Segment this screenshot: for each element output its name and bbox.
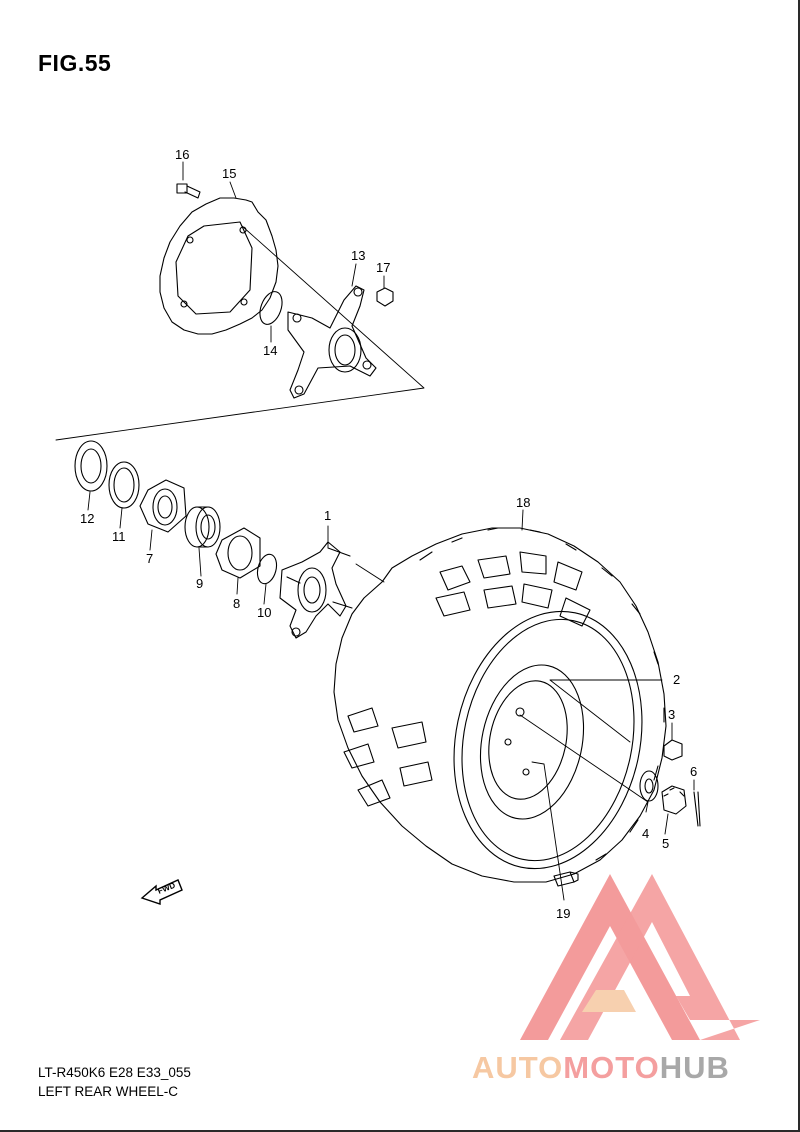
part-number-9: 9 <box>196 576 203 591</box>
part-number-14: 14 <box>263 343 277 358</box>
leader-lines <box>87 161 695 901</box>
footer-caption: LT-R450K6 E28 E33_055 LEFT REAR WHEEL-C <box>38 1063 191 1101</box>
ring-11 <box>108 461 140 509</box>
air-valve <box>553 871 579 887</box>
part-number-12: 12 <box>80 511 94 526</box>
nut-17 <box>376 287 394 307</box>
sprocket-hub <box>287 285 377 399</box>
part-number-2: 2 <box>673 672 680 687</box>
brand-logo <box>520 874 760 1040</box>
part-number-16: 16 <box>175 147 189 162</box>
fwd-arrow-icon: FWD <box>140 879 183 905</box>
washer-4 <box>639 770 659 802</box>
wheel-hub <box>279 541 353 639</box>
part-number-5: 5 <box>662 836 669 851</box>
brand-part-moto: MOTO <box>563 1050 660 1085</box>
part-number-3: 3 <box>668 707 675 722</box>
part-number-19: 19 <box>556 906 570 921</box>
washer-12 <box>74 440 108 492</box>
part-number-6: 6 <box>690 764 697 779</box>
brand-part-hub: HUB <box>659 1050 730 1085</box>
figure-title: FIG.55 <box>38 50 112 76</box>
tire-outline <box>333 527 667 883</box>
cotter-pin <box>693 791 701 827</box>
model-code: LT-R450K6 E28 E33_055 <box>38 1065 191 1080</box>
page-border-bottom <box>0 1130 800 1132</box>
part-number-11: 11 <box>112 529 126 544</box>
nut-7 <box>139 479 187 533</box>
part-number-8: 8 <box>233 596 240 611</box>
part-number-4: 4 <box>642 826 649 841</box>
page-border-right <box>798 0 800 1132</box>
castle-nut-5 <box>661 785 687 815</box>
brand-part-auto: AUTO <box>472 1050 564 1085</box>
o-ring-14 <box>259 291 283 325</box>
section-name: LEFT REAR WHEEL-C <box>38 1084 179 1099</box>
part-number-15: 15 <box>222 166 236 181</box>
part-number-10: 10 <box>257 605 271 620</box>
nut-3 <box>663 739 683 761</box>
part-number-1: 1 <box>324 508 331 523</box>
bearing-9 <box>184 506 221 548</box>
nut-8 <box>215 527 261 579</box>
brand-wordmark: AUTOMOTOHUB <box>472 1050 730 1086</box>
part-number-17: 17 <box>376 260 390 275</box>
part-number-13: 13 <box>351 248 365 263</box>
sprocket-bolt <box>176 183 201 199</box>
rim <box>453 610 643 870</box>
part-number-7: 7 <box>146 551 153 566</box>
part-number-18: 18 <box>516 495 530 510</box>
o-ring-10 <box>256 553 278 585</box>
